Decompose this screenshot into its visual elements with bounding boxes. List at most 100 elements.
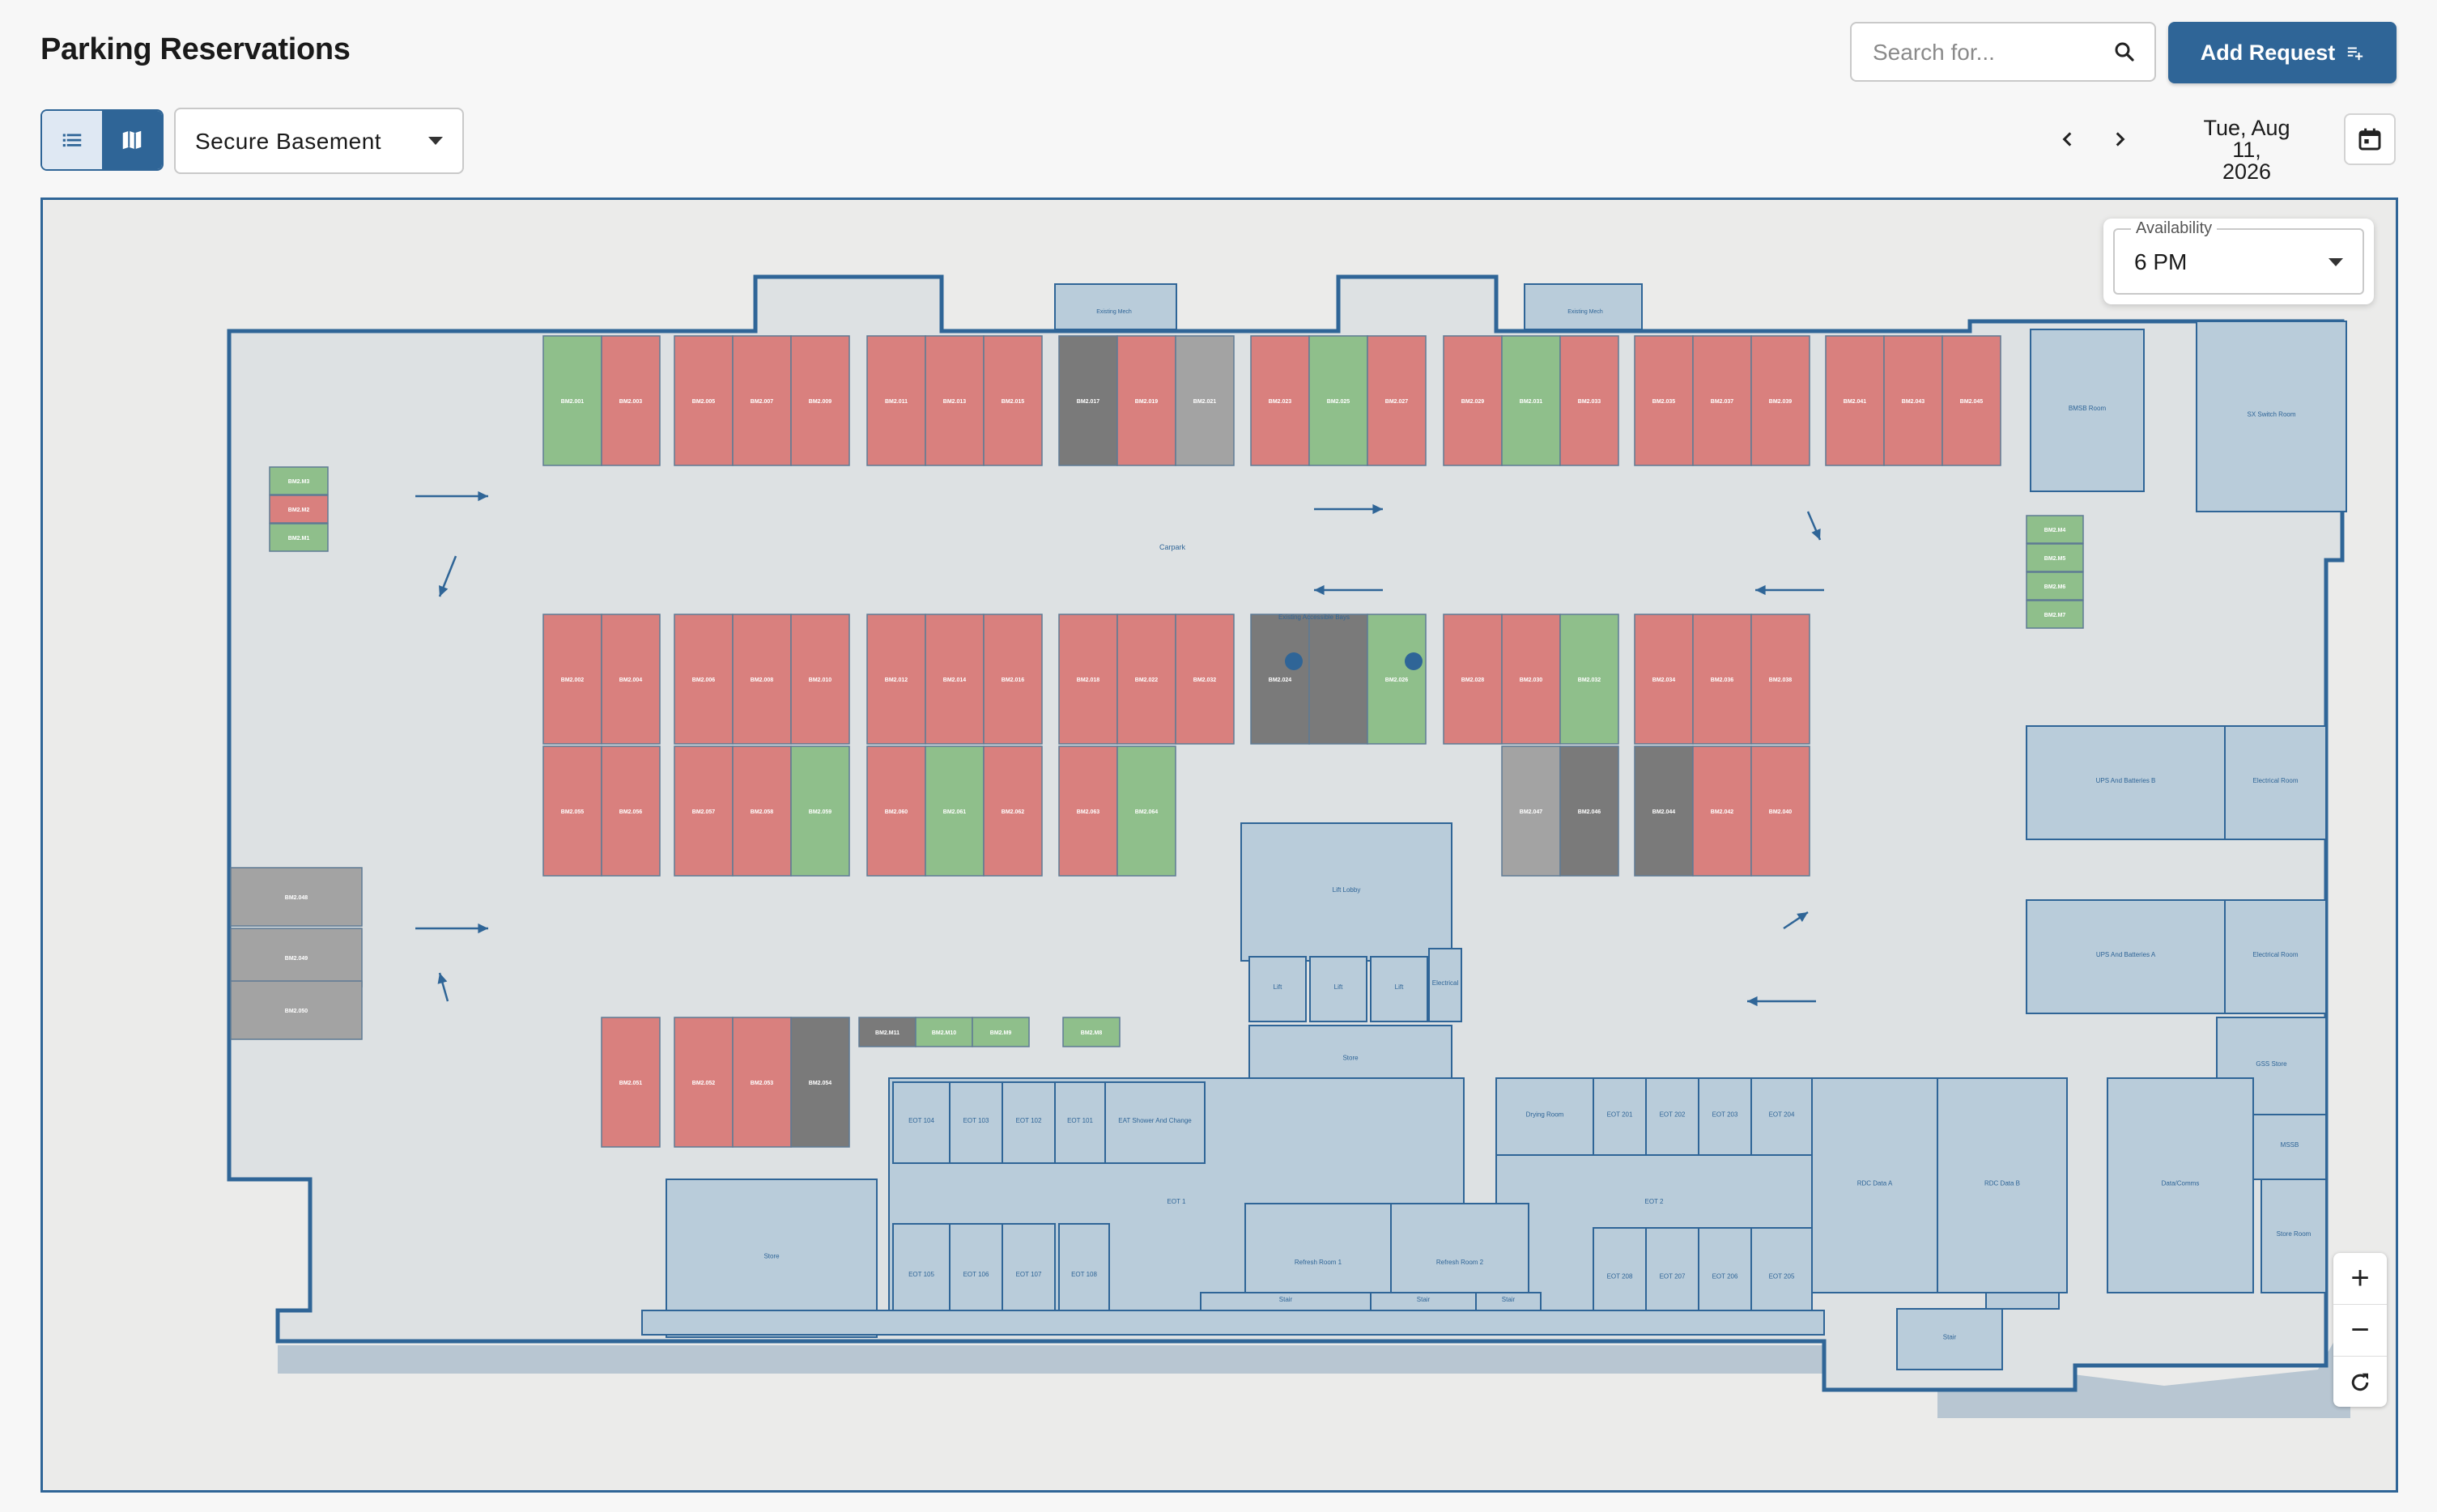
parking-bay[interactable]: BM2.M11 (858, 1017, 917, 1047)
parking-bay[interactable]: BM2.038 (1750, 614, 1810, 745)
parking-bay[interactable]: BM2.034 (1634, 614, 1694, 745)
map-view-button[interactable] (102, 111, 162, 169)
view-toggle[interactable] (40, 109, 164, 171)
parking-bay[interactable]: BM2.001 (542, 335, 602, 466)
parking-bay[interactable]: BM2.M9 (972, 1017, 1030, 1047)
parking-bay[interactable]: BM2.008 (732, 614, 792, 745)
parking-bay[interactable]: BM2.023 (1250, 335, 1310, 466)
area-select[interactable]: Secure Basement (174, 108, 464, 174)
parking-bay[interactable]: BM2.029 (1443, 335, 1503, 466)
parking-bay[interactable] (1308, 614, 1368, 745)
parking-bay[interactable]: BM2.003 (601, 335, 661, 466)
parking-bay[interactable]: BM2.M10 (915, 1017, 973, 1047)
parking-bay[interactable]: BM2.007 (732, 335, 792, 466)
parking-bay[interactable]: BM2.M7 (2026, 600, 2084, 629)
room-label: Drying Room (1526, 1111, 1564, 1119)
parking-bay[interactable]: BM2.011 (866, 335, 926, 466)
parking-bay[interactable]: BM2.027 (1367, 335, 1427, 466)
parking-bay[interactable]: BM2.047 (1501, 745, 1561, 877)
parking-bay[interactable]: BM2.063 (1058, 745, 1118, 877)
add-request-button[interactable]: Add Request (2168, 22, 2397, 83)
parking-bay[interactable]: BM2.021 (1175, 335, 1235, 466)
parking-bay[interactable]: BM2.032 (1175, 614, 1235, 745)
parking-bay[interactable]: BM2.049 (230, 928, 363, 987)
search-input[interactable] (1871, 23, 2093, 82)
search-box[interactable] (1850, 22, 2156, 82)
parking-bay[interactable]: BM2.022 (1116, 614, 1176, 745)
parking-bay[interactable]: BM2.010 (790, 614, 850, 745)
parking-bay[interactable]: BM2.059 (790, 745, 850, 877)
parking-bay[interactable]: BM2.M8 (1062, 1017, 1121, 1047)
zoom-controls[interactable]: + − (2333, 1253, 2387, 1407)
parking-bay[interactable]: BM2.050 (230, 980, 363, 1040)
parking-bay[interactable]: BM2.056 (601, 745, 661, 877)
parking-bay[interactable]: BM2.016 (983, 614, 1043, 745)
parking-bay[interactable]: BM2.M1 (269, 523, 329, 552)
parking-bay[interactable]: BM2.058 (732, 745, 792, 877)
parking-bay[interactable]: BM2.060 (866, 745, 926, 877)
parking-bay[interactable]: BM2.053 (732, 1017, 792, 1148)
parking-bay[interactable]: BM2.015 (983, 335, 1043, 466)
next-day-button[interactable] (2102, 121, 2137, 157)
parking-bay[interactable]: BM2.M5 (2026, 543, 2084, 572)
parking-bay[interactable]: BM2.032 (1559, 614, 1619, 745)
parking-bay[interactable]: BM2.M6 (2026, 571, 2084, 601)
parking-bay[interactable]: BM2.017 (1058, 335, 1118, 466)
parking-bay[interactable]: BM2.048 (230, 867, 363, 927)
parking-bay[interactable]: BM2.028 (1443, 614, 1503, 745)
parking-bay[interactable]: BM2.046 (1559, 745, 1619, 877)
parking-bay[interactable]: BM2.009 (790, 335, 850, 466)
parking-bay[interactable]: BM2.042 (1692, 745, 1752, 877)
parking-bay[interactable]: BM2.037 (1692, 335, 1752, 466)
parking-bay[interactable]: BM2.051 (601, 1017, 661, 1148)
zoom-out-button[interactable]: − (2333, 1305, 2387, 1357)
parking-bay[interactable]: BM2.041 (1825, 335, 1885, 466)
parking-bay[interactable]: BM2.005 (674, 335, 734, 466)
lift (1370, 956, 1428, 1022)
parking-bay[interactable]: BM2.019 (1116, 335, 1176, 466)
parking-bay[interactable]: BM2.014 (925, 614, 985, 745)
parking-bay[interactable]: BM2.025 (1308, 335, 1368, 466)
parking-bay[interactable]: BM2.064 (1116, 745, 1176, 877)
parking-bay[interactable]: BM2.057 (674, 745, 734, 877)
reset-view-button[interactable] (2333, 1357, 2387, 1408)
parking-bay[interactable]: BM2.062 (983, 745, 1043, 877)
parking-bay[interactable]: BM2.043 (1883, 335, 1943, 466)
parking-bay[interactable]: BM2.045 (1942, 335, 2001, 466)
parking-bay[interactable]: BM2.026 (1367, 614, 1427, 745)
parking-bay[interactable]: BM2.M2 (269, 495, 329, 524)
parking-bay[interactable]: BM2.054 (790, 1017, 850, 1148)
previous-day-button[interactable] (2050, 121, 2086, 157)
calendar-button[interactable] (2344, 113, 2396, 165)
parking-bay[interactable]: BM2.013 (925, 335, 985, 466)
parking-bay[interactable]: BM2.033 (1559, 335, 1619, 466)
availability-field[interactable]: Availability 6 PM (2113, 219, 2364, 295)
bay-label: BM2.001 (561, 399, 585, 405)
parking-bay[interactable]: BM2.040 (1750, 745, 1810, 877)
zoom-in-button[interactable]: + (2333, 1253, 2387, 1305)
parking-bay[interactable]: BM2.039 (1750, 335, 1810, 466)
parking-bay[interactable]: BM2.018 (1058, 614, 1118, 745)
parking-bay[interactable]: BM2.031 (1501, 335, 1561, 466)
search-icon[interactable] (2112, 40, 2137, 64)
parking-bay[interactable]: BM2.030 (1501, 614, 1561, 745)
parking-bay[interactable]: BM2.052 (674, 1017, 734, 1148)
parking-bay[interactable]: BM2.044 (1634, 745, 1694, 877)
parking-bay[interactable]: BM2.055 (542, 745, 602, 877)
availability-select[interactable]: Availability 6 PM (2103, 219, 2374, 304)
parking-bay[interactable]: BM2.035 (1634, 335, 1694, 466)
parking-bay[interactable]: BM2.012 (866, 614, 926, 745)
bay-label: BM2.040 (1769, 809, 1793, 815)
parking-bay[interactable]: BM2.036 (1692, 614, 1752, 745)
parking-bay[interactable]: BM2.002 (542, 614, 602, 745)
parking-bay[interactable]: BM2.M4 (2026, 515, 2084, 544)
parking-bay[interactable]: BM2.M3 (269, 466, 329, 495)
parking-bay[interactable]: BM2.061 (925, 745, 985, 877)
parking-bay[interactable]: BM2.024 (1250, 614, 1310, 745)
list-view-button[interactable] (42, 111, 102, 169)
parking-bay[interactable]: BM2.004 (601, 614, 661, 745)
parking-bay[interactable]: BM2.006 (674, 614, 734, 745)
